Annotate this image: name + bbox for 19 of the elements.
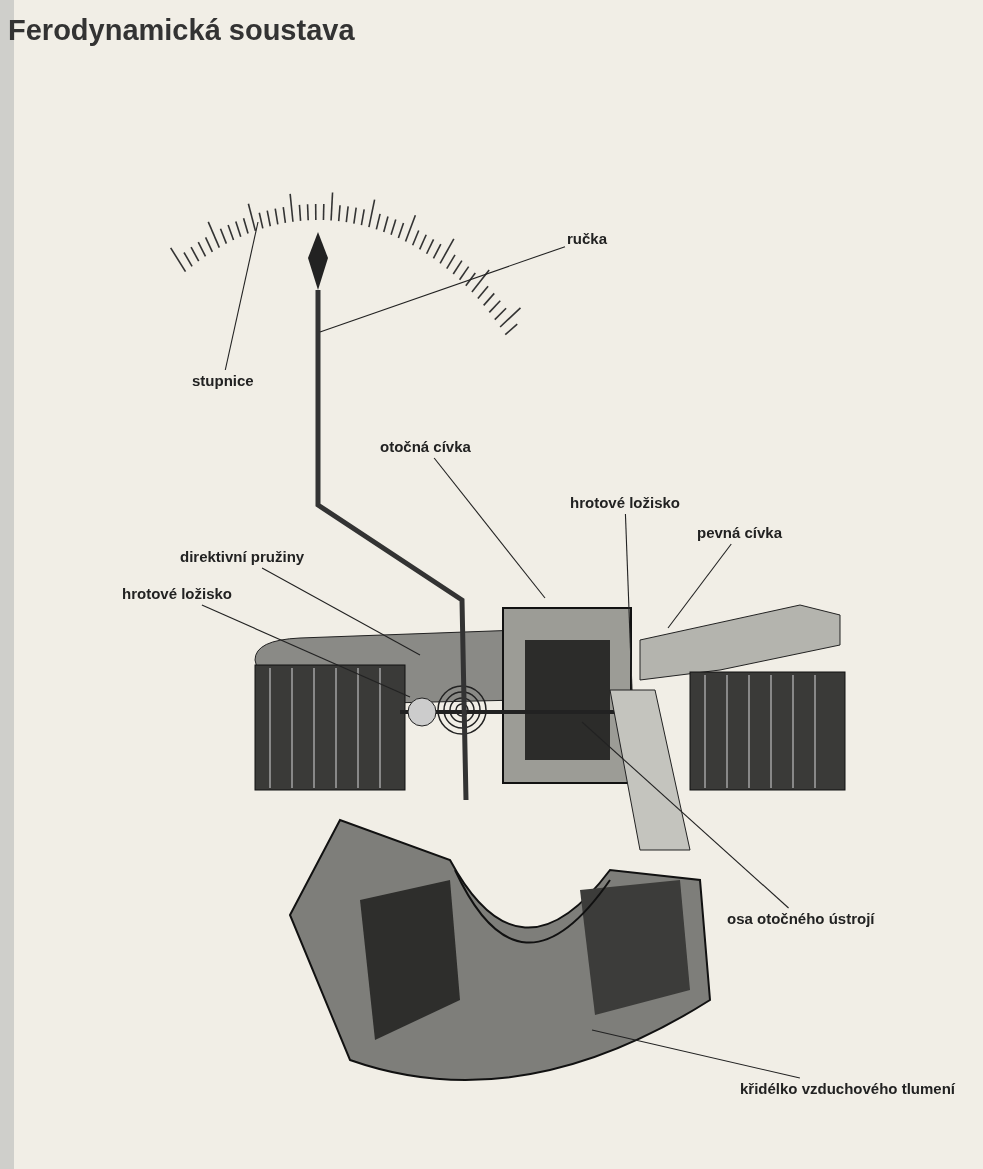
part-label: direktivní pružiny bbox=[180, 548, 305, 566]
leader-line bbox=[667, 543, 732, 629]
leader-line bbox=[591, 1029, 801, 1079]
leader-line bbox=[433, 457, 546, 599]
part-label: ručka bbox=[567, 230, 608, 248]
part-label: křidélko vzduchového tlumení bbox=[740, 1080, 956, 1098]
part-label: pevná cívka bbox=[697, 524, 783, 542]
part-label: stupnice bbox=[192, 372, 254, 390]
part-label: hrotové ložisko bbox=[122, 585, 233, 603]
part-label: hrotové ložisko bbox=[570, 494, 681, 512]
leader-line bbox=[261, 567, 421, 656]
part-label: otočná cívka bbox=[380, 438, 471, 456]
leader-line bbox=[224, 221, 259, 371]
part-label: osa otočného ústrojí bbox=[727, 910, 875, 928]
leader-line bbox=[581, 721, 790, 909]
title: Ferodynamická soustava bbox=[8, 14, 355, 47]
leader-line bbox=[319, 246, 566, 333]
leader-line bbox=[624, 513, 633, 691]
leader-line bbox=[201, 604, 411, 698]
